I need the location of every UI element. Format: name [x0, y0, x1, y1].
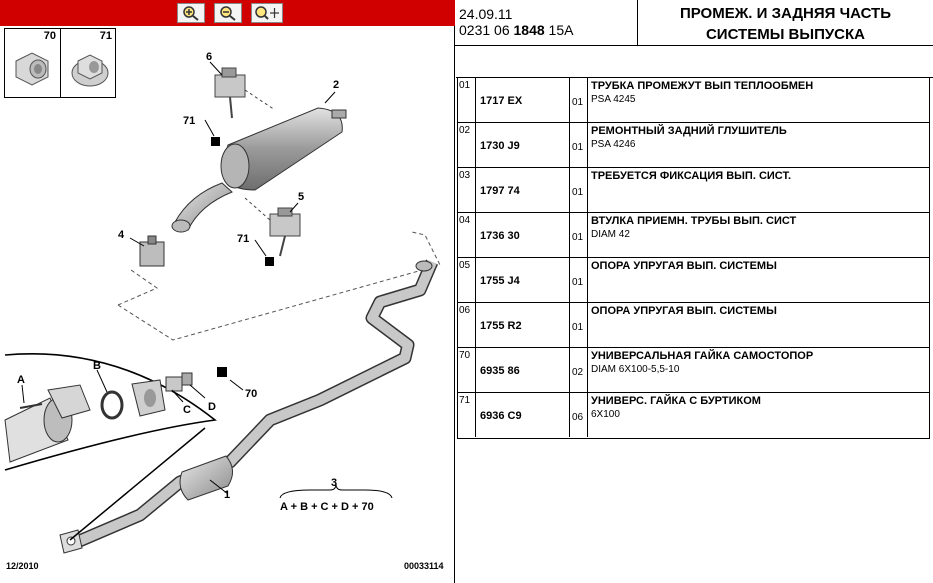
part-index: 04 — [458, 213, 476, 257]
part-reference: 1797 74 — [480, 185, 520, 197]
part-reference: 1730 J9 — [480, 140, 520, 152]
part-description: ОПОРА УПРУГАЯ ВЫП. СИСТЕМЫ — [591, 260, 777, 272]
assembly-outline — [117, 231, 441, 341]
part-note: PSA 4246 — [591, 139, 636, 150]
table-row[interactable]: 04 1736 30 01 ВТУЛКА ПРИЕМН. ТРУБЫ ВЫП. … — [458, 213, 929, 258]
part-reference: 6936 C9 — [480, 410, 522, 422]
part-quantity: 06 — [572, 412, 584, 423]
detail-view — [4, 353, 244, 541]
label-part-70: 70 — [245, 388, 257, 400]
leader-line — [324, 91, 336, 104]
part-reference: 1717 EX — [480, 95, 523, 107]
part-note: PSA 4245 — [591, 94, 636, 105]
nut-71-marker — [211, 137, 220, 146]
part-note: 6X100 — [591, 409, 620, 420]
label-part-5: 5 — [298, 191, 304, 203]
part-quantity: 01 — [572, 322, 584, 333]
part-quantity: 02 — [572, 367, 584, 378]
part-index: 02 — [458, 123, 476, 167]
part-reference: 1755 R2 — [480, 320, 522, 332]
diagram-panel: 70 71 — [0, 0, 455, 583]
zoom-toolbar — [0, 0, 455, 26]
label-part-c: C — [183, 404, 191, 416]
table-row[interactable]: 03 1797 74 01 ТРЕБУЕТСЯ ФИКСАЦИЯ ВЫП. СИ… — [458, 168, 929, 213]
footer-id: 00033114 — [404, 561, 444, 571]
part-quantity: 01 — [572, 232, 584, 243]
exhaust-diagram: 2 6 71 4 5 71 A B C D 70 1 3 A + B + C +… — [4, 51, 441, 554]
rubber-mount-5 — [244, 197, 301, 257]
part-description: ТРУБКА ПРОМЕЖУТ ВЫП ТЕПЛООБМЕН — [591, 80, 814, 92]
label-part-b: B — [93, 360, 101, 372]
thumbnail-71[interactable]: 71 — [61, 29, 116, 97]
label-part-2: 2 — [333, 79, 339, 91]
part-description: УНИВЕРСАЛЬНАЯ ГАЙКА САМОСТОПОР — [591, 350, 814, 362]
thumbnail-number: 70 — [43, 30, 56, 42]
part-index: 01 — [458, 78, 476, 122]
assembly-brace — [279, 483, 393, 499]
part-description: УНИВЕРС. ГАЙКА С БУРТИКОМ — [591, 395, 761, 407]
document-info: 24.09.11 0231 06 1848 15A — [455, 0, 638, 46]
thumbnail-70[interactable]: 70 — [5, 29, 61, 97]
part-description: ТРЕБУЕТСЯ ФИКСАЦИЯ ВЫП. СИСТ. — [591, 170, 791, 182]
label-assembly-formula: A + B + C + D + 70 — [280, 501, 374, 513]
part-reference: 1755 J4 — [480, 275, 520, 287]
part-index: 70 — [458, 348, 476, 392]
footer-date: 12/2010 — [6, 561, 39, 571]
nut-icon — [15, 52, 49, 86]
table-row[interactable]: 05 1755 J4 01 ОПОРА УПРУГАЯ ВЫП. СИСТЕМЫ — [458, 258, 929, 303]
part-description: ОПОРА УПРУГАЯ ВЫП. СИСТЕМЫ — [591, 305, 777, 317]
leader-line — [129, 237, 145, 247]
parts-table: 01 1717 EX 01 ТРУБКА ПРОМЕЖУТ ВЫП ТЕПЛОО… — [457, 78, 930, 439]
label-part-6: 6 — [206, 51, 212, 63]
table-row[interactable]: 71 6936 C9 06 УНИВЕРС. ГАЙКА С БУРТИКОМ 6… — [458, 393, 929, 438]
table-row[interactable]: 06 1755 R2 01 ОПОРА УПРУГАЯ ВЫП. СИСТЕМЫ — [458, 303, 929, 348]
label-part-d: D — [208, 401, 216, 413]
clamp-4 — [139, 235, 165, 267]
magnifier-plus-icon — [183, 6, 199, 21]
magnifier-move-icon — [255, 6, 279, 20]
leader-line — [209, 479, 229, 495]
leader-line — [209, 61, 223, 76]
flange-nut-icon — [71, 54, 109, 87]
thumbnail-number: 71 — [99, 30, 112, 42]
part-quantity: 01 — [572, 187, 584, 198]
rubber-mount-6 — [214, 67, 276, 119]
document-reference: 0231 06 1848 15A — [459, 22, 574, 38]
part-index: 03 — [458, 168, 476, 212]
page-title: ПРОМЕЖ. И ЗАДНЯЯ ЧАСТЬ СИСТЕМЫ ВЫПУСКА — [638, 0, 933, 46]
part-description: РЕМОНТНЫЙ ЗАДНИЙ ГЛУШИТЕЛЬ — [591, 125, 787, 137]
leader-line — [289, 202, 299, 213]
part-note: DIAM 6X100-5,5-10 — [591, 364, 680, 375]
part-index: 05 — [458, 258, 476, 302]
fastener-thumbnails: 70 71 — [4, 28, 116, 98]
table-row[interactable]: 02 1730 J9 01 РЕМОНТНЫЙ ЗАДНИЙ ГЛУШИТЕЛЬ… — [458, 123, 929, 168]
document-date: 24.09.11 — [459, 6, 513, 22]
label-part-3: 3 — [331, 477, 337, 489]
part-quantity: 01 — [572, 277, 584, 288]
zoom-pan-button[interactable] — [251, 3, 283, 23]
intermediate-pipe — [59, 259, 438, 554]
nut-71-marker — [265, 257, 274, 266]
part-quantity: 01 — [572, 142, 584, 153]
part-reference: 1736 30 — [480, 230, 520, 242]
part-note: DIAM 42 — [591, 229, 630, 240]
zoom-out-button[interactable] — [214, 3, 242, 23]
label-part-a: A — [17, 374, 25, 386]
label-part-71: 71 — [183, 115, 195, 127]
magnifier-minus-icon — [220, 6, 236, 21]
zoom-in-button[interactable] — [177, 3, 205, 23]
table-row[interactable]: 01 1717 EX 01 ТРУБКА ПРОМЕЖУТ ВЫП ТЕПЛОО… — [458, 78, 929, 123]
label-part-4: 4 — [118, 229, 125, 241]
header-spacer — [456, 46, 933, 78]
part-description: ВТУЛКА ПРИЕМН. ТРУБЫ ВЫП. СИСТ — [591, 215, 797, 227]
label-part-71: 71 — [237, 233, 249, 245]
part-index: 71 — [458, 393, 476, 437]
table-row[interactable]: 70 6935 86 02 УНИВЕРСАЛЬНАЯ ГАЙКА САМОСТ… — [458, 348, 929, 393]
rear-silencer — [171, 107, 347, 233]
label-part-1: 1 — [224, 489, 230, 501]
part-index: 06 — [458, 303, 476, 347]
part-reference: 6935 86 — [480, 365, 520, 377]
part-quantity: 01 — [572, 97, 584, 108]
